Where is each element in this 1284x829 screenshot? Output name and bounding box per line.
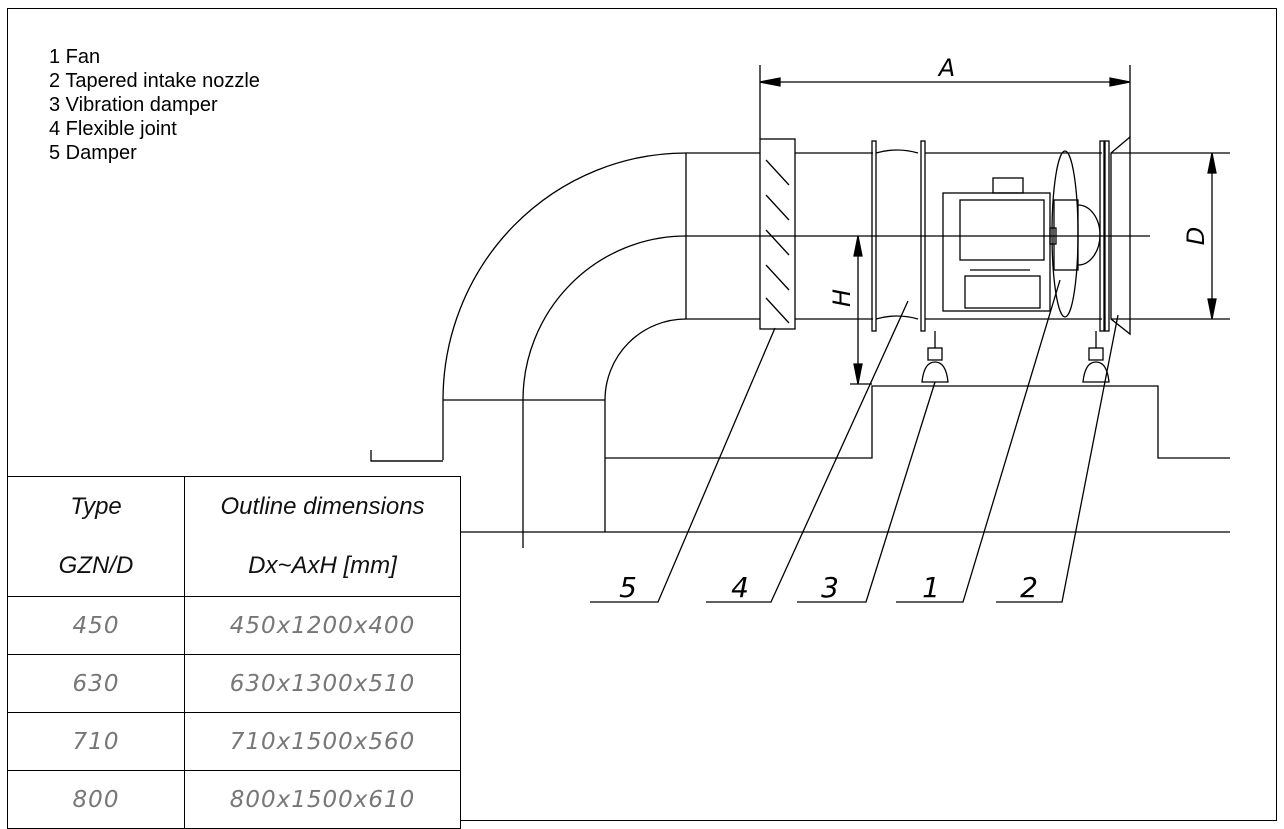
- legend-item-damper: 5 Damper: [49, 142, 137, 164]
- cell-dims: 630x1300x510: [184, 654, 461, 713]
- dimension-h-label: H: [828, 289, 856, 307]
- callout-label-1: 1: [922, 571, 940, 604]
- cell-type: 710: [7, 712, 185, 771]
- cell-type: 450: [7, 596, 185, 655]
- cell-type: 800: [7, 770, 185, 829]
- intake-nozzle: [1110, 135, 1230, 336]
- callout-label-5: 5: [619, 571, 637, 604]
- cell-dims: 800x1500x610: [184, 770, 461, 829]
- callout-leaders: [590, 279, 1119, 603]
- cell-dims: 710x1500x560: [184, 712, 461, 771]
- callout-label-2: 2: [1020, 571, 1038, 604]
- fan: [942, 140, 1110, 332]
- duct-section: [686, 140, 1150, 332]
- dimension-d: [1207, 152, 1217, 320]
- vibration-damper-left: [921, 331, 949, 383]
- header-type-model: GZN/D: [7, 536, 185, 597]
- drawing-frame: [7, 8, 1277, 821]
- table-row: 800 800x1500x610: [7, 770, 461, 829]
- legend-item-vibration-damper: 3 Vibration damper: [49, 94, 218, 116]
- table-row: 450 450x1200x400: [7, 596, 461, 655]
- dimensions-table: Type Outline dimensions GZN/D Dx~AxH [mm…: [7, 476, 461, 829]
- vibration-damper-right: [1082, 331, 1110, 383]
- damper: [759, 138, 796, 330]
- callout-label-4: 4: [731, 571, 749, 604]
- header-outline-dimensions: Outline dimensions: [184, 476, 461, 537]
- cell-type: 630: [7, 654, 185, 713]
- elbow-duct: [442, 152, 760, 548]
- legend-item-nozzle: 2 Tapered intake nozzle: [49, 70, 260, 92]
- legend-item-flexible-joint: 4 Flexible joint: [49, 118, 177, 140]
- legend-item-fan: 1 Fan: [49, 46, 101, 68]
- foundation: [370, 385, 1230, 533]
- dimension-a: [759, 65, 1131, 139]
- parts-legend: 1 Fan 2 Tapered intake nozzle 3 Vibratio…: [49, 45, 260, 165]
- table-row: 710 710x1500x560: [7, 712, 461, 771]
- callout-label-3: 3: [821, 571, 839, 604]
- dimension-a-label: A: [937, 54, 955, 82]
- cell-dims: 450x1200x400: [184, 596, 461, 655]
- header-dimension-units: Dx~AxH [mm]: [184, 536, 461, 597]
- dimension-h: [850, 235, 872, 385]
- dimension-d-label: D: [1182, 227, 1210, 245]
- header-type: Type: [7, 476, 185, 537]
- table-row: 630 630x1300x510: [7, 654, 461, 713]
